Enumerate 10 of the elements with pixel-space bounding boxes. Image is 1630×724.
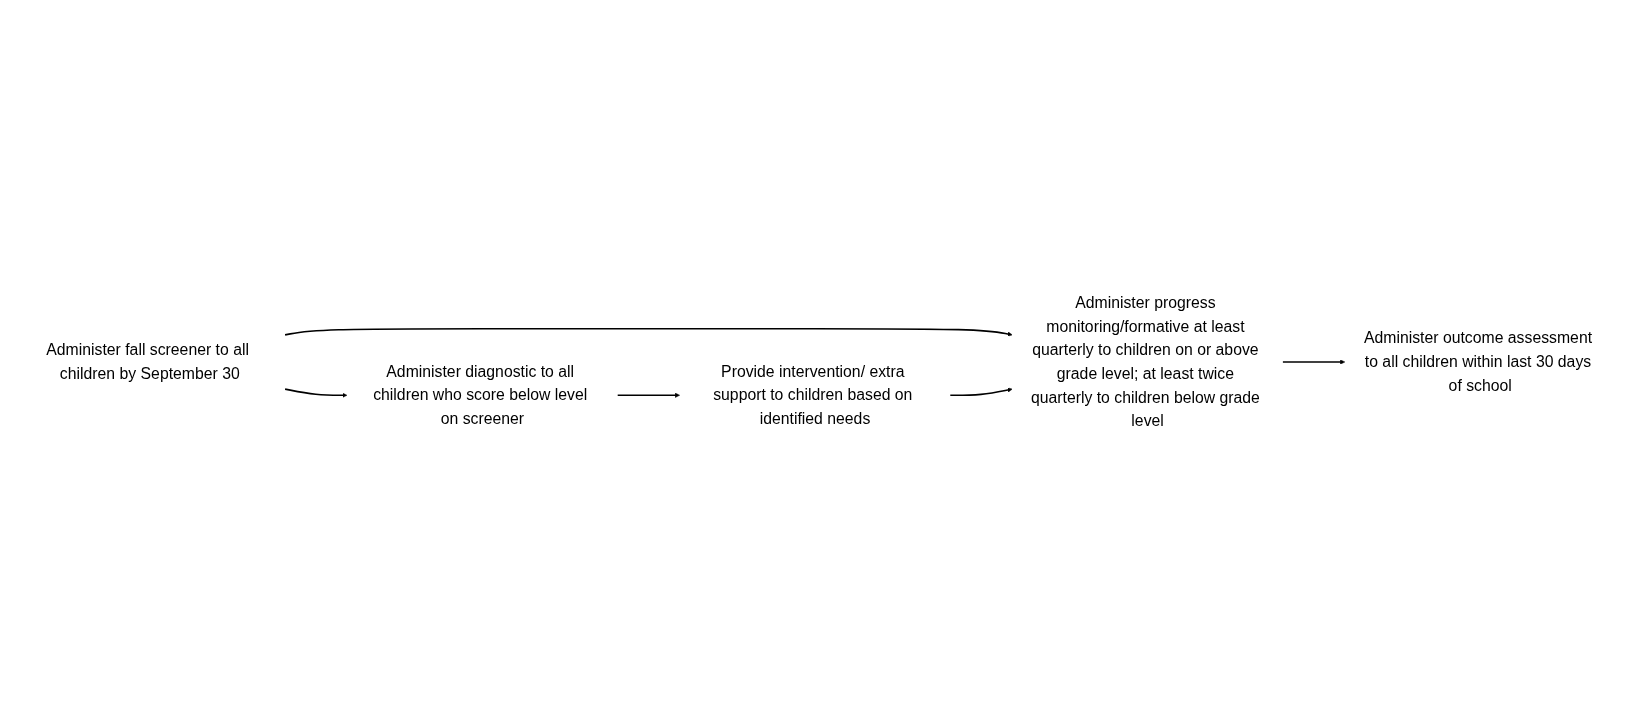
- arrow: [284, 327, 1013, 337]
- node-text: Provide intervention/ extra support to children based on identified needs: [713, 362, 913, 428]
- arrow: [284, 388, 348, 398]
- node-text: Administer progress monitoring/formative at least quarterly to children on or above grade level; at least twice quarterly to children below grade level: [1030, 293, 1260, 430]
- node-text: Administer diagnostic to all children who score below level on screener: [373, 362, 588, 428]
- arrow: [1282, 359, 1346, 365]
- arrow: [949, 387, 1013, 397]
- node-text: Administer outcome assessment to all children within last 30 days of school: [1363, 329, 1593, 395]
- arrow: [616, 392, 680, 398]
- node-text: Administer fall screener to all children by September 30: [46, 341, 249, 383]
